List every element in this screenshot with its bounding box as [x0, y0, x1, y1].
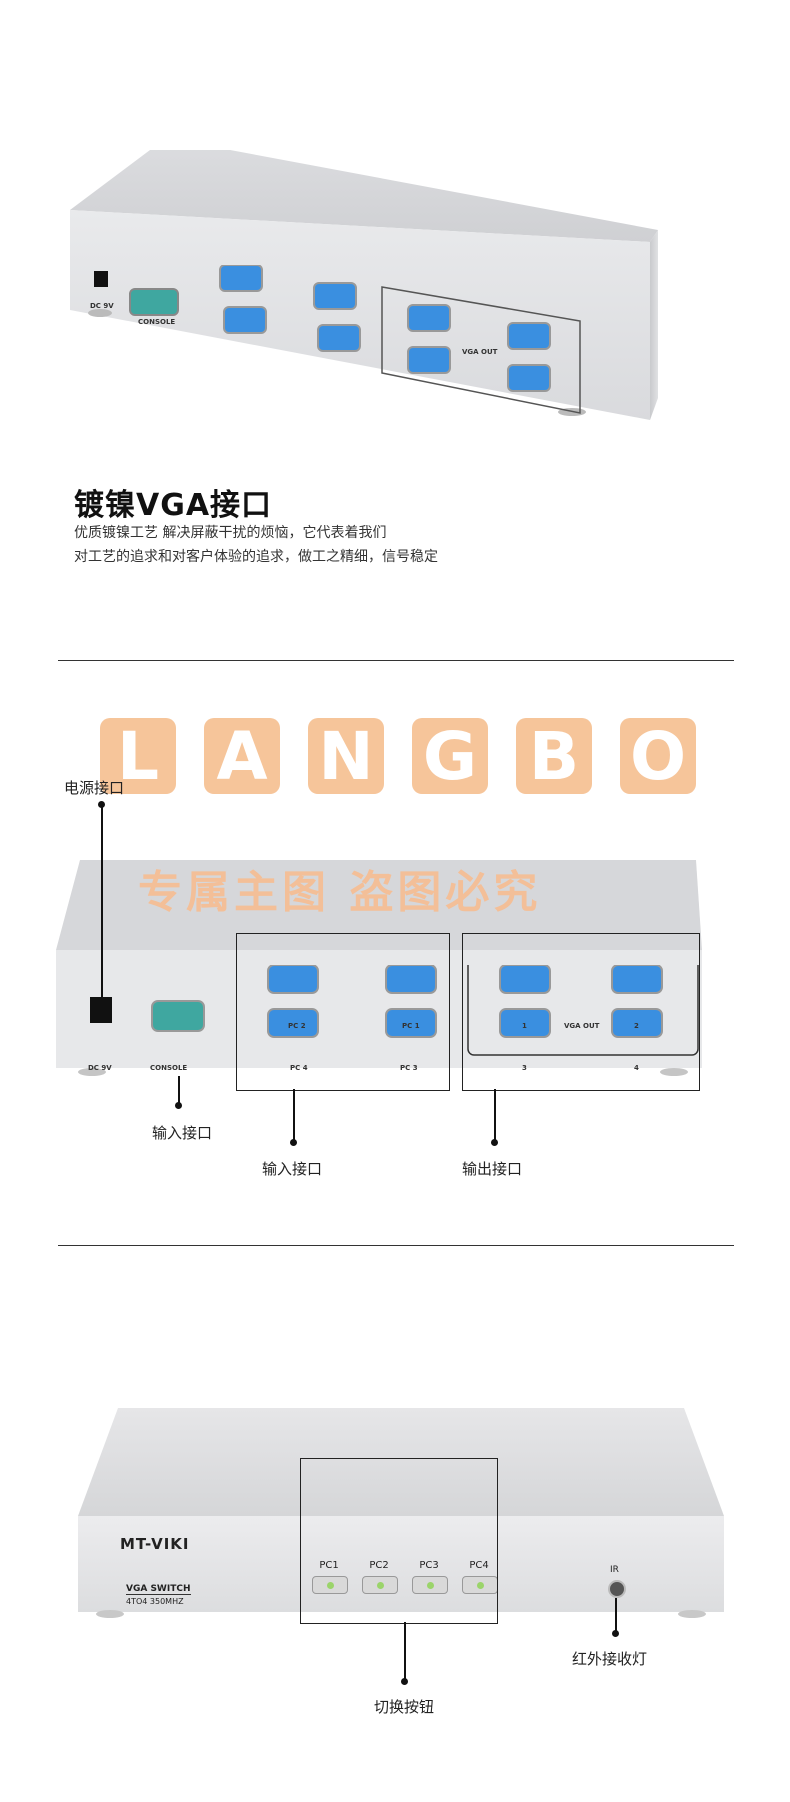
callout-power-line [101, 804, 103, 1019]
ir-label: IR [610, 1565, 619, 1575]
dc-label-1: DC 9V [90, 302, 114, 310]
rear-ports-1-svg [94, 264, 581, 414]
callout-ir-label: 红外接收灯 [572, 1650, 648, 1668]
switch-pc1-button[interactable] [312, 1576, 348, 1594]
switch-buttons: PC1 PC2 PC3 PC4 [312, 1560, 498, 1594]
led-icon [326, 1581, 334, 1589]
out4-label-2: 4 [634, 1064, 639, 1072]
callout-switch-line [404, 1622, 406, 1680]
switch-callout-box [300, 1458, 498, 1624]
pc2-label-2: PC 2 [288, 1022, 306, 1030]
led-icon [376, 1581, 384, 1589]
led-icon [476, 1581, 484, 1589]
wm-letter-3: N [308, 718, 384, 795]
wm-letter-2: A [204, 718, 280, 795]
callout-console-dot [175, 1102, 182, 1109]
model-line1: VGA SWITCH [126, 1584, 191, 1595]
ir-sensor-icon [608, 1580, 626, 1598]
out2-label-2: 2 [634, 1022, 639, 1030]
pc1-label-2: PC 1 [402, 1022, 420, 1030]
callout-switch-dot [401, 1678, 408, 1685]
callout-inputs-label: 输入接口 [262, 1160, 323, 1178]
vga-out-label-2: VGA OUT [564, 1022, 600, 1030]
divider-2 [58, 1245, 734, 1246]
console-label-1: CONSOLE [138, 318, 176, 326]
callout-ir-dot [612, 1630, 619, 1637]
model-line2: 4TO4 350MHZ [126, 1597, 184, 1606]
switch-pc4[interactable]: PC4 [462, 1560, 498, 1594]
device-rear-angled [70, 138, 740, 480]
callout-console-line [178, 1076, 180, 1104]
callout-console-label: 输入接口 [152, 1124, 213, 1142]
section1-desc-line2: 对工艺的追求和对客户体验的追求，做工之精细，信号稳定 [74, 549, 438, 565]
wm-letter-4: G [412, 718, 488, 795]
brand-logo: MT-VIKI [120, 1535, 190, 1553]
switch-pc1-label: PC1 [319, 1560, 339, 1571]
callout-inputs-dot [290, 1139, 297, 1146]
callout-switch-label: 切换按钮 [374, 1698, 435, 1716]
dc-label-2: DC 9V [88, 1064, 112, 1072]
switch-pc3-button[interactable] [412, 1576, 448, 1594]
section1-desc-line1: 优质镀镍工艺 解决屏蔽干扰的烦恼，它代表着我们 [74, 525, 387, 541]
switch-pc2-label: PC2 [369, 1560, 389, 1571]
divider-1 [58, 660, 734, 661]
outputs-callout-box [462, 933, 700, 1091]
switch-pc2-button[interactable] [362, 1576, 398, 1594]
out1-label-2: 1 [522, 1022, 527, 1030]
callout-power-label: 电源接口 [64, 779, 125, 797]
pc4-label-2: PC 4 [290, 1064, 308, 1072]
switch-pc3-label: PC3 [419, 1560, 439, 1571]
switch-pc4-label: PC4 [469, 1560, 489, 1571]
switch-pc4-button[interactable] [462, 1576, 498, 1594]
wm-letter-1: L [100, 718, 176, 795]
pc3-label-2: PC 3 [400, 1064, 418, 1072]
switch-pc1[interactable]: PC1 [312, 1560, 348, 1594]
section1-title: 镀镍VGA接口 [74, 488, 273, 523]
callout-outputs-dot [491, 1139, 498, 1146]
device-rear-angled-svg [70, 138, 658, 420]
callout-outputs-line [494, 1089, 496, 1141]
inputs-callout-box [236, 933, 450, 1091]
watermark-subtitle: 专属主图 盗图必究 [138, 867, 542, 918]
callout-outputs-label: 输出接口 [462, 1160, 523, 1178]
vga-out-label-1: VGA OUT [462, 348, 498, 356]
led-icon [426, 1581, 434, 1589]
watermark-letters: L A N G B O [100, 718, 696, 795]
rear-ports-1 [90, 264, 610, 425]
out3-label-2: 3 [522, 1064, 527, 1072]
console-label-2: CONSOLE [150, 1064, 188, 1072]
switch-pc3[interactable]: PC3 [412, 1560, 448, 1594]
callout-inputs-line [293, 1089, 295, 1141]
switch-pc2[interactable]: PC2 [362, 1560, 398, 1594]
callout-ir-line [615, 1598, 617, 1632]
wm-letter-5: B [516, 718, 592, 795]
wm-letter-6: O [620, 718, 696, 795]
